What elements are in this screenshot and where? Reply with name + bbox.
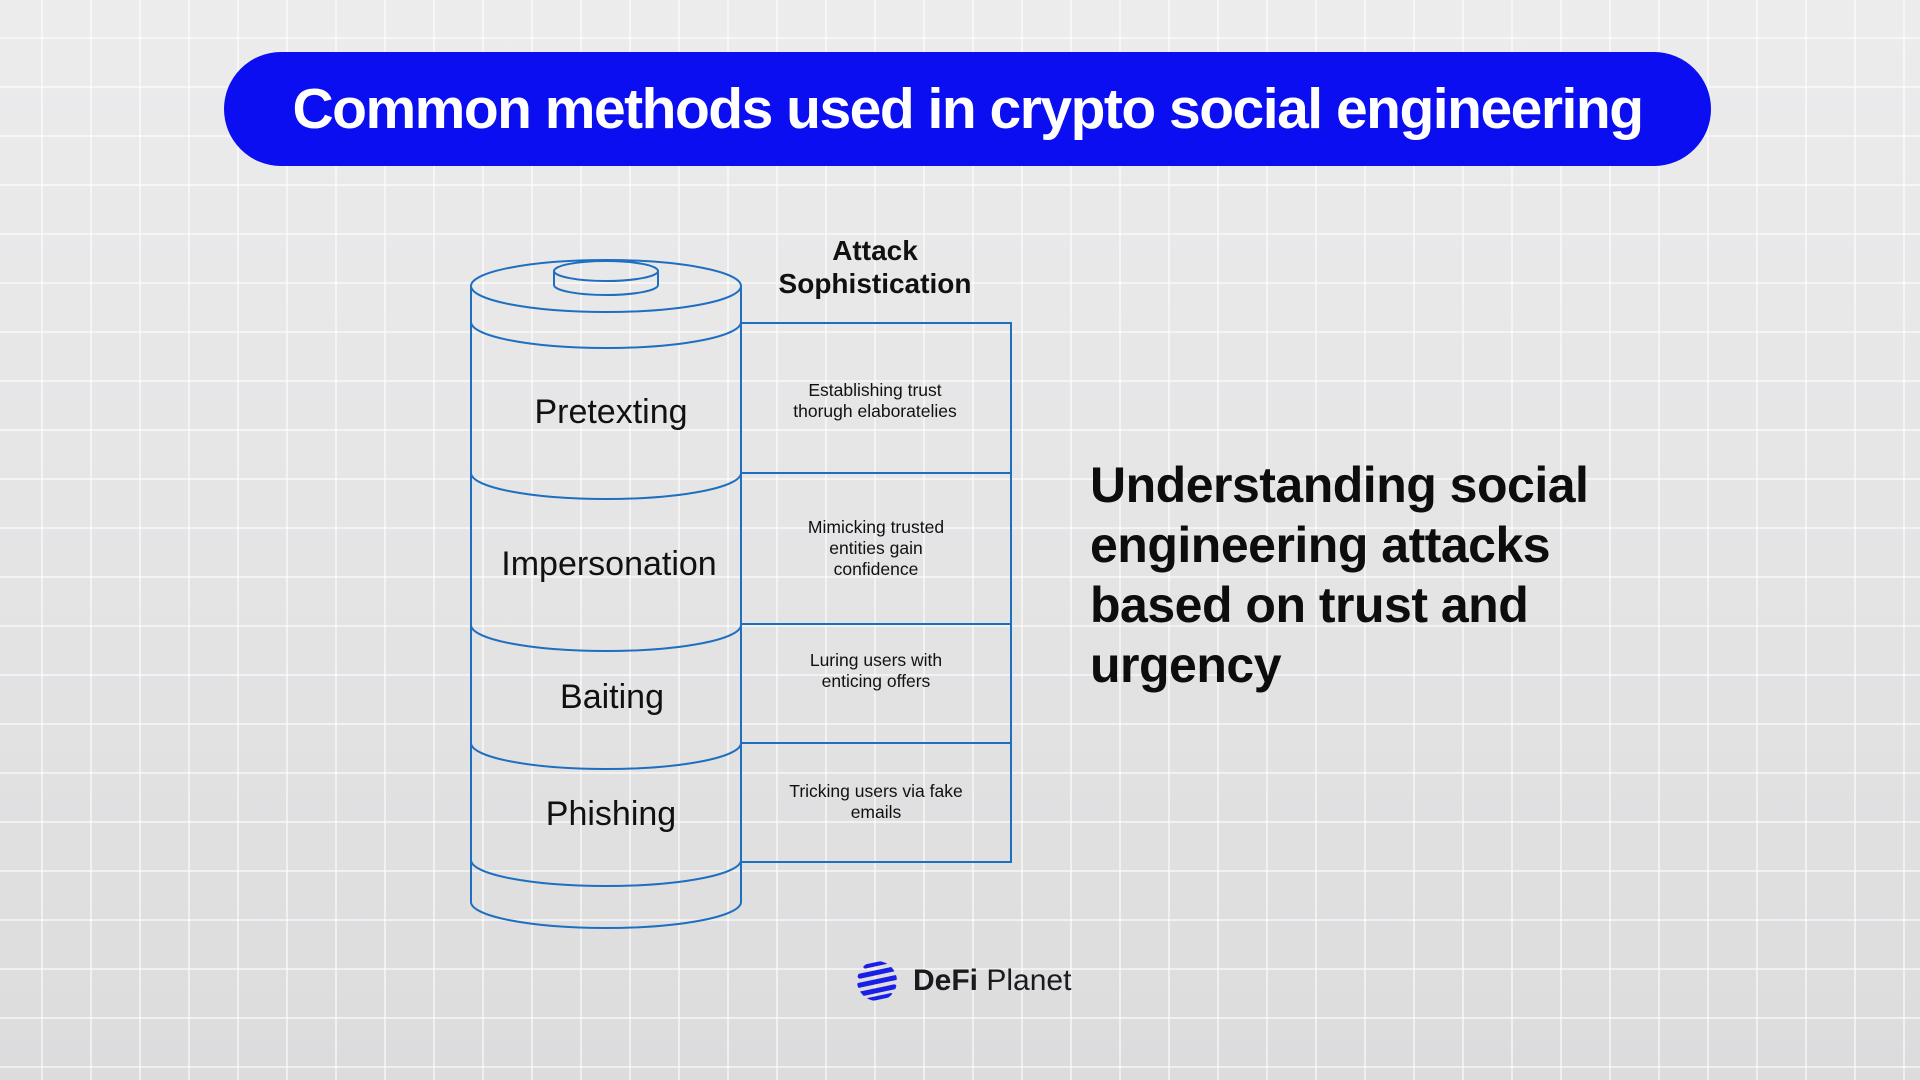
side-heading-line: urgency [1090,637,1282,693]
layer-divider-1 [470,472,742,500]
description-line: enticing offers [821,671,931,691]
layer-label-impersonation: Impersonation [501,545,717,583]
description-line: confidence [833,559,919,579]
sophistication-table [740,322,1012,863]
description-line: Luring users with [809,650,943,670]
layer-label-pretexting: Pretexting [534,393,688,431]
column-header-line-2: Sophistication [778,268,972,299]
layer-divider-3 [470,742,742,770]
layer-divider-2 [470,624,742,652]
layer-label-phishing: Phishing [545,795,677,833]
description-phishing: Tricking users via fake emails [741,781,1011,823]
logo-word-bold: DeFi [913,964,979,997]
description-line: Mimicking trusted [807,517,945,537]
description-line: entities gain [829,538,923,558]
side-heading-line: engineering attacks [1090,517,1551,573]
layer-label-baiting: Baiting [560,678,664,716]
description-line: Establishing trust [808,380,942,400]
description-line: thorugh elaboratelies [793,401,957,421]
description-baiting: Luring users with enticing offers [741,650,1011,692]
side-heading-line: Understanding social [1090,457,1589,513]
side-heading-line: based on trust and [1090,577,1529,633]
globe-icon [857,961,897,1001]
cylinder-knob-side [553,271,659,296]
title-banner: Common methods used in crypto social eng… [224,52,1711,166]
description-line: emails [850,802,902,822]
cylinder-bottom-arc [470,901,742,929]
column-header-line-1: Attack [832,235,918,266]
layer-divider-4 [470,859,742,887]
cylinder-knob-top [553,260,659,282]
side-heading: Understanding social engineering attacks… [1090,455,1650,695]
column-header: Attack Sophistication [760,234,990,300]
description-pretexting: Establishing trust thorugh elaboratelies [740,380,1010,422]
logo-wordmark: DeFi Planet [913,964,1071,998]
description-impersonation: Mimicking trusted entities gain confiden… [741,517,1011,580]
description-line: Tricking users via fake [789,781,963,801]
logo-word-light: Planet [986,964,1072,997]
cylinder-top-ellipse [470,259,742,313]
brand-logo: DeFi Planet [855,958,1071,1004]
layer-divider-top [470,321,742,349]
page-title: Common methods used in crypto social eng… [292,77,1644,141]
